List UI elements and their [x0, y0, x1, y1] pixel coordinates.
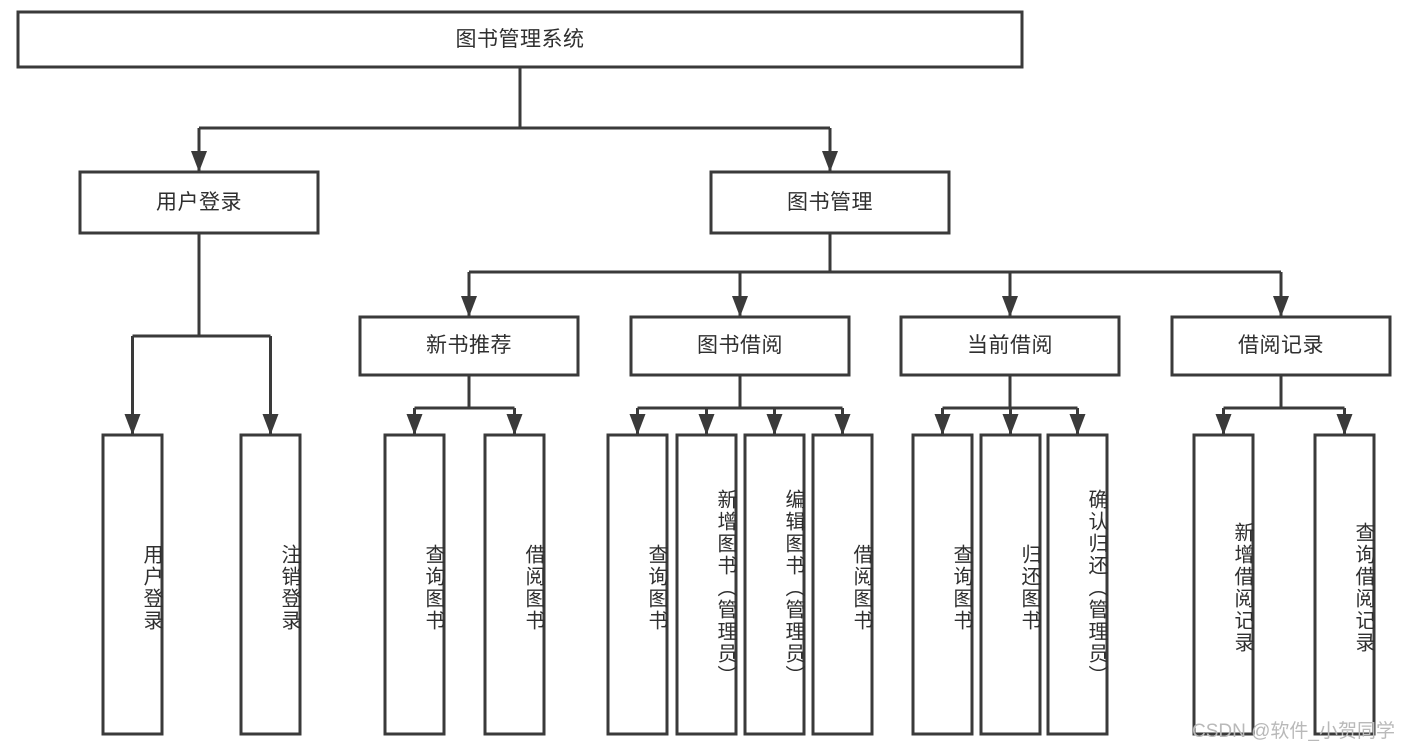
arrow-head-icon-current-borrow — [1002, 296, 1018, 317]
arrow-head-icon-book-borrow — [732, 296, 748, 317]
arrow-head-icon-leaf-return-book — [1002, 414, 1019, 435]
node-box-root[interactable] — [16, 10, 1024, 69]
arrow-head-icon-leaf-query-book-rec — [406, 414, 423, 435]
node-box-leaf-query-book-cur[interactable] — [911, 433, 974, 736]
node-box-leaf-query-borrow-record[interactable] — [1313, 433, 1376, 736]
node-box-book-borrow[interactable] — [629, 315, 851, 377]
connectors-layer — [124, 67, 1353, 435]
node-box-new-book-rec[interactable] — [358, 315, 580, 377]
arrow-head-icon-leaf-add-borrow-record — [1215, 414, 1232, 435]
arrow-head-icon-leaf-add-book-admin — [698, 414, 715, 435]
node-box-leaf-confirm-return-admin[interactable] — [1046, 433, 1109, 736]
arrow-head-icon-new-book-rec — [461, 296, 477, 317]
arrow-head-icon-leaf-confirm-return-admin — [1069, 414, 1086, 435]
arrow-head-icon-user-login — [191, 151, 207, 172]
node-box-leaf-logout[interactable] — [239, 433, 302, 736]
arrow-head-icon-leaf-edit-book-admin — [766, 414, 783, 435]
arrow-head-icon-book-manage — [822, 151, 838, 172]
node-box-user-login[interactable] — [78, 170, 320, 235]
arrow-head-icon-leaf-query-borrow-record — [1336, 414, 1353, 435]
arrow-head-icon-leaf-logout — [262, 414, 279, 435]
arrow-head-icon-leaf-borrow-book-rec — [506, 414, 523, 435]
node-box-leaf-query-book-borrow[interactable] — [606, 433, 669, 736]
arrow-head-icon-leaf-query-book-borrow — [629, 414, 646, 435]
node-boxes-layer — [16, 10, 1392, 736]
node-box-book-manage[interactable] — [709, 170, 951, 235]
node-box-leaf-query-book-rec[interactable] — [383, 433, 446, 736]
arrow-head-icon-borrow-record — [1273, 296, 1289, 317]
node-box-leaf-user-login[interactable] — [101, 433, 164, 736]
node-box-current-borrow[interactable] — [899, 315, 1121, 377]
node-box-leaf-borrow-book[interactable] — [811, 433, 874, 736]
node-box-leaf-add-book-admin[interactable] — [675, 433, 738, 736]
arrow-head-icon-leaf-query-book-cur — [934, 414, 951, 435]
arrow-head-icon-leaf-user-login — [124, 414, 141, 435]
arrow-head-icon-leaf-borrow-book — [834, 414, 851, 435]
node-box-leaf-add-borrow-record[interactable] — [1192, 433, 1255, 736]
node-box-leaf-borrow-book-rec[interactable] — [483, 433, 546, 736]
node-box-borrow-record[interactable] — [1170, 315, 1392, 377]
node-box-leaf-edit-book-admin[interactable] — [743, 433, 806, 736]
node-box-leaf-return-book[interactable] — [979, 433, 1042, 736]
